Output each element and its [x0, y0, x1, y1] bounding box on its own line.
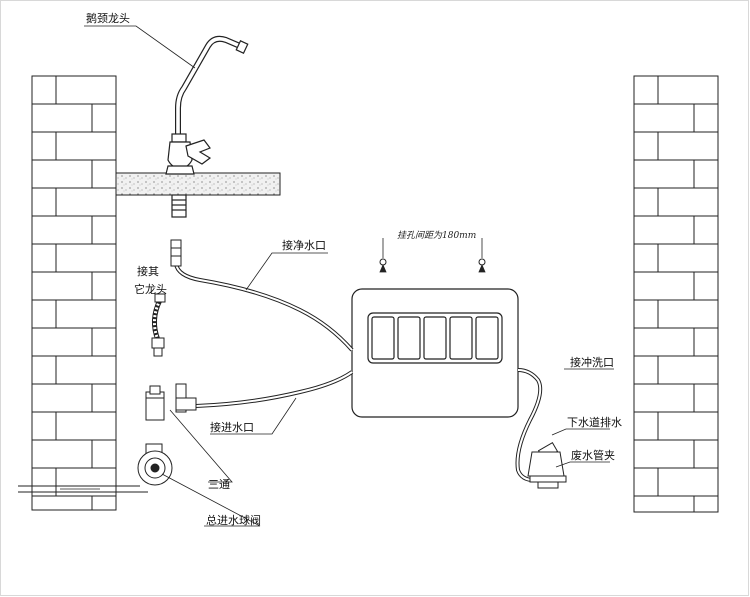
- label-other-faucet-2: 它龙头: [134, 282, 167, 296]
- pipes: [18, 263, 543, 493]
- leader-lines: [84, 25, 614, 527]
- label-tee: 三通: [208, 478, 230, 491]
- right-brick-wall: [633, 75, 719, 513]
- water-purifier-unit: [351, 288, 519, 418]
- fittings: [137, 239, 567, 489]
- label-flush-port: 接冲洗口: [570, 355, 614, 369]
- countertop: [115, 172, 281, 196]
- label-waste-clamp: 废水管夹: [571, 448, 615, 462]
- label-other-faucet-1: 接其: [137, 265, 159, 278]
- label-hanging-hole-spacing: 挂孔间距为180mm: [397, 230, 476, 241]
- label-pure-water-port: 接净水口: [282, 238, 326, 252]
- label-main-ball-valve: 总进水球阀: [206, 513, 261, 527]
- hanging-hole-dimension: [379, 238, 486, 273]
- gooseneck-faucet: [165, 35, 249, 218]
- left-brick-wall: [31, 75, 117, 511]
- label-faucet: 鹅颈龙头: [86, 11, 130, 25]
- labels: 鹅颈龙头 接净水口 接其 它龙头 挂孔间距为180mm 接进水口 接冲洗口 三通…: [86, 11, 622, 527]
- label-inlet-port: 接进水口: [210, 421, 254, 434]
- label-drain: 下水道排水: [567, 415, 622, 429]
